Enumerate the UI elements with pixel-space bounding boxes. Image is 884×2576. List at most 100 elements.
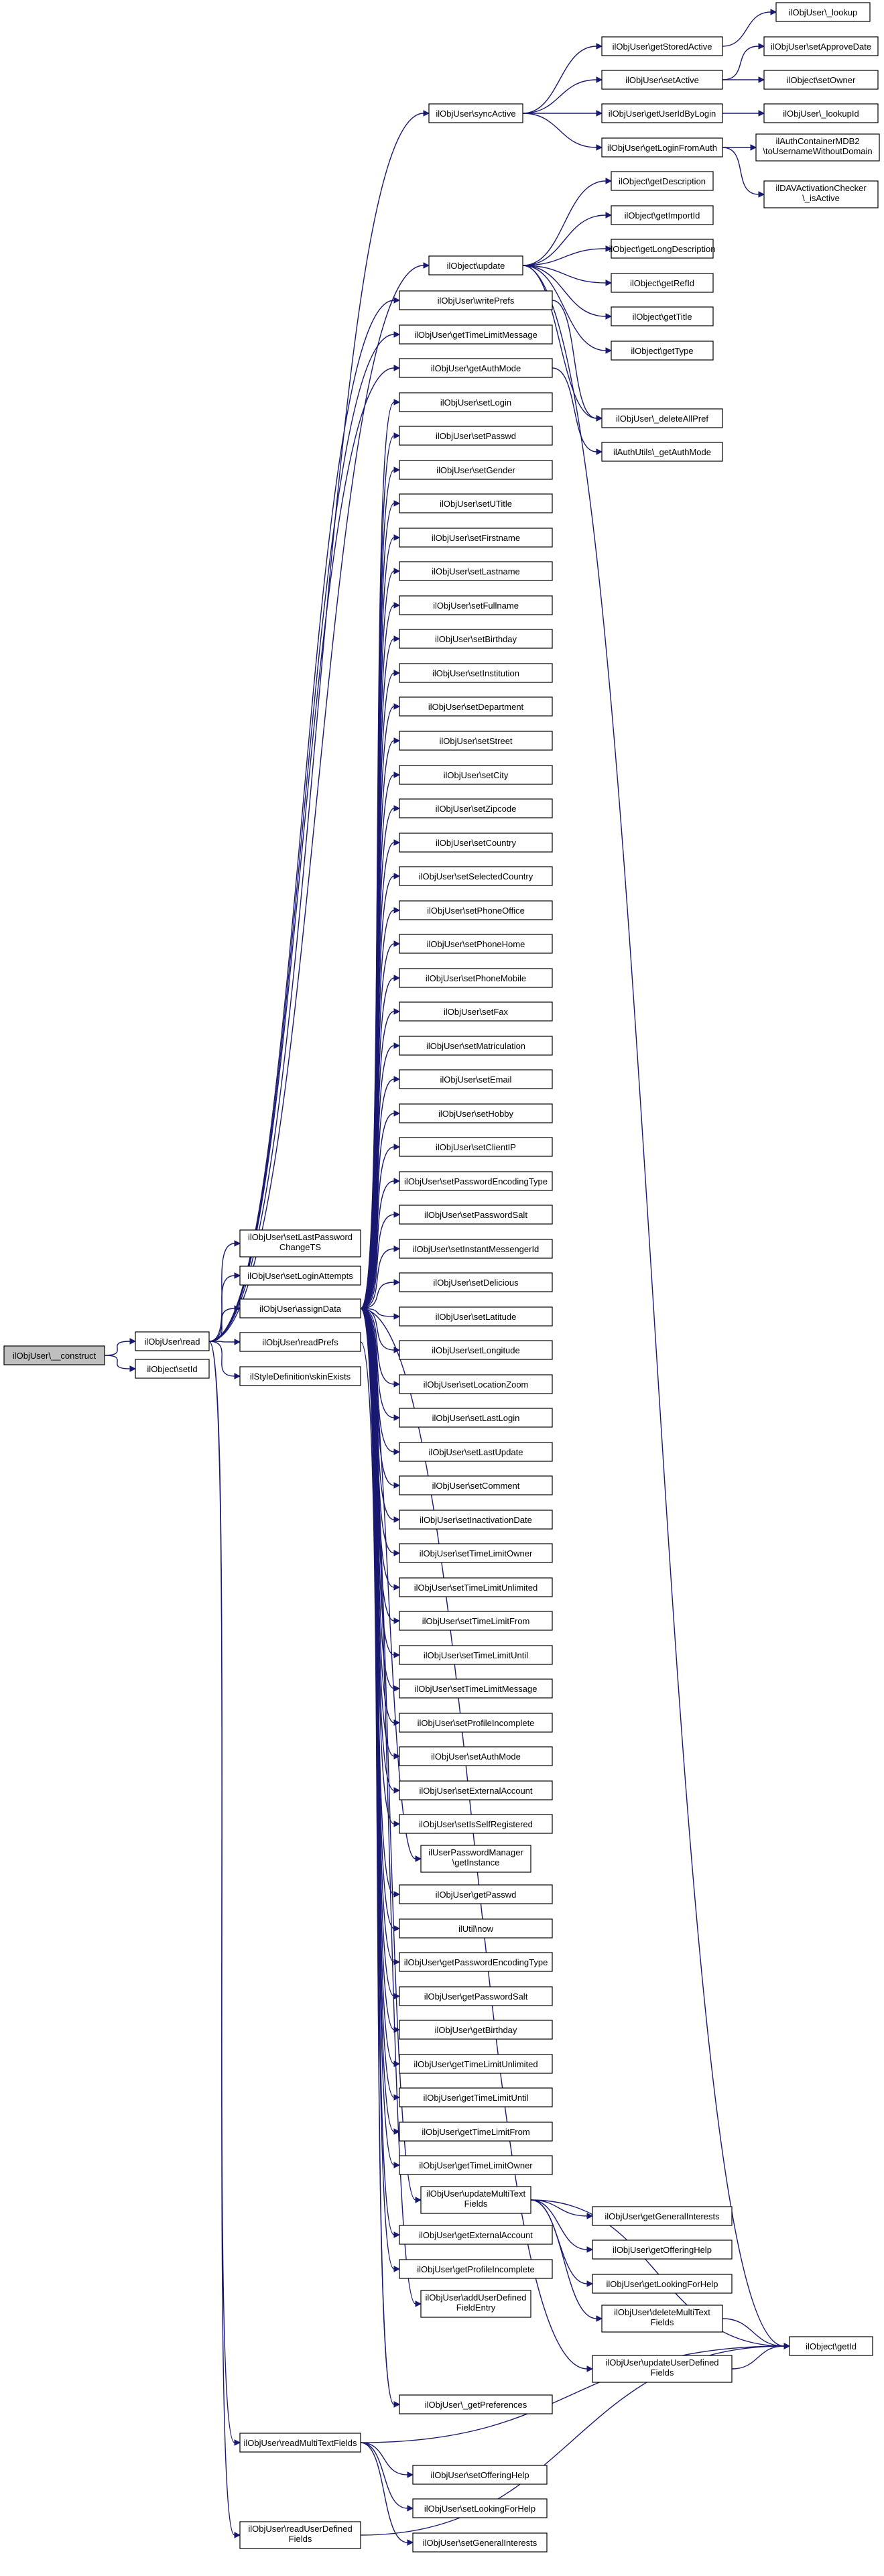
function-node-skinExists[interactable]: ilStyleDefinition\skinExists xyxy=(239,1366,361,1386)
function-node-setStreet[interactable]: ilObjUser\setStreet xyxy=(399,731,553,751)
function-node-readPrefs[interactable]: ilObjUser\readPrefs xyxy=(239,1332,361,1352)
function-node-setDepartment[interactable]: ilObjUser\setDepartment xyxy=(399,696,553,717)
function-node-setComment[interactable]: ilObjUser\setComment xyxy=(399,1475,553,1495)
function-node-setLatitude[interactable]: ilObjUser\setLatitude xyxy=(399,1306,553,1327)
function-node-setApproveDate[interactable]: ilObjUser\setApproveDate xyxy=(763,36,879,56)
function-node-getDescription[interactable]: ilObject\getDescription xyxy=(611,171,714,191)
function-node-getBirthday[interactable]: ilObjUser\getBirthday xyxy=(399,2020,553,2040)
function-node-setActive[interactable]: ilObjUser\setActive xyxy=(601,70,723,90)
function-node-setLongitude[interactable]: ilObjUser\setLongitude xyxy=(399,1340,553,1360)
function-node-getLoginFromAuth[interactable]: ilObjUser\getLoginFromAuth xyxy=(601,137,723,158)
function-node-setLastname[interactable]: ilObjUser\setLastname xyxy=(399,561,553,581)
function-node-setUTitle[interactable]: ilObjUser\setUTitle xyxy=(399,493,553,513)
function-node-construct[interactable]: ilObjUser\__construct xyxy=(3,1345,105,1365)
function-node-davIsActive[interactable]: ilDAVActivationChecker\_isActive xyxy=(763,180,879,208)
function-node-setLoginAttempts[interactable]: ilObjUser\setLoginAttempts xyxy=(239,1266,361,1286)
function-node-getPreferences[interactable]: ilObjUser\_getPreferences xyxy=(399,2394,553,2414)
function-node-setFax[interactable]: ilObjUser\setFax xyxy=(399,1001,553,1022)
function-node-setDelicious[interactable]: ilObjUser\setDelicious xyxy=(399,1272,553,1292)
function-node-setGender[interactable]: ilObjUser\setGender xyxy=(399,460,553,480)
function-node-setPhoneMobile[interactable]: ilObjUser\setPhoneMobile xyxy=(399,968,553,988)
function-node-assignData[interactable]: ilObjUser\assignData xyxy=(239,1298,361,1318)
function-node-setEmail[interactable]: ilObjUser\setEmail xyxy=(399,1069,553,1089)
function-node-syncActive[interactable]: ilObjUser\syncActive xyxy=(428,103,523,123)
function-node-setBirthday[interactable]: ilObjUser\setBirthday xyxy=(399,629,553,649)
function-node-getTimeLimitUnlimited[interactable]: ilObjUser\getTimeLimitUnlimited xyxy=(399,2054,553,2074)
function-node-setPhoneHome[interactable]: ilObjUser\setPhoneHome xyxy=(399,934,553,954)
function-node-setPasswd[interactable]: ilObjUser\setPasswd xyxy=(399,426,553,446)
function-node-writePrefs[interactable]: ilObjUser\writePrefs xyxy=(399,290,553,310)
function-node-authMDB2[interactable]: ilAuthContainerMDB2\toUsernameWithoutDom… xyxy=(755,133,880,162)
function-node-setLastLogin[interactable]: ilObjUser\setLastLogin xyxy=(399,1408,553,1428)
function-node-getGeneralInterests[interactable]: ilObjUser\getGeneralInterests xyxy=(592,2206,733,2226)
function-node-setOwner[interactable]: ilObject\setOwner xyxy=(763,70,879,90)
function-node-setIsSelfRegistered[interactable]: ilObjUser\setIsSelfRegistered xyxy=(399,1814,553,1834)
function-node-getPasswordEncodingType[interactable]: ilObjUser\getPasswordEncodingType xyxy=(399,1952,553,1972)
function-node-setCity[interactable]: ilObjUser\setCity xyxy=(399,765,553,785)
function-node-getPasswd[interactable]: ilObjUser\getPasswd xyxy=(399,1884,553,1904)
function-node-setCountry[interactable]: ilObjUser\setCountry xyxy=(399,833,553,853)
function-node-setMatriculation[interactable]: ilObjUser\setMatriculation xyxy=(399,1036,553,1056)
function-node-getType[interactable]: ilObject\getType xyxy=(611,341,714,361)
function-node-setProfileIncomplete[interactable]: ilObjUser\setProfileIncomplete xyxy=(399,1713,553,1733)
function-node-lookup[interactable]: ilObjUser\_lookup xyxy=(775,2,871,22)
function-node-setPasswordEncodingType[interactable]: ilObjUser\setPasswordEncodingType xyxy=(399,1171,553,1191)
function-node-getId[interactable]: ilObject\getId xyxy=(789,2336,873,2356)
function-node-getAuthMode[interactable]: ilObjUser\getAuthMode xyxy=(399,358,553,378)
function-node-setLastUpdate[interactable]: ilObjUser\setLastUpdate xyxy=(399,1442,553,1462)
function-node-read[interactable]: ilObjUser\read xyxy=(135,1331,210,1351)
function-node-setInactivationDate[interactable]: ilObjUser\setInactivationDate xyxy=(399,1510,553,1530)
function-node-setInstantMessengerId[interactable]: ilObjUser\setInstantMessengerId xyxy=(399,1239,553,1259)
function-node-getTimeLimitFrom[interactable]: ilObjUser\getTimeLimitFrom xyxy=(399,2122,553,2142)
function-node-objUpdate[interactable]: ilObject\update xyxy=(428,255,523,275)
function-node-setInstitution[interactable]: ilObjUser\setInstitution xyxy=(399,663,553,683)
function-node-setLocationZoom[interactable]: ilObjUser\setLocationZoom xyxy=(399,1374,553,1394)
function-node-readMultiTextFields[interactable]: ilObjUser\readMultiTextFields xyxy=(239,2433,361,2453)
function-node-setExternalAccount[interactable]: ilObjUser\setExternalAccount xyxy=(399,1780,553,1800)
function-node-setSelectedCountry[interactable]: ilObjUser\setSelectedCountry xyxy=(399,866,553,886)
function-node-getImportId[interactable]: ilObject\getImportId xyxy=(611,205,714,225)
function-node-getLookingForHelp[interactable]: ilObjUser\getLookingForHelp xyxy=(592,2274,733,2294)
function-node-getPasswordSalt[interactable]: ilObjUser\getPasswordSalt xyxy=(399,1986,553,2006)
function-node-setPhoneOffice[interactable]: ilObjUser\setPhoneOffice xyxy=(399,900,553,920)
function-node-setLookingForHelp[interactable]: ilObjUser\setLookingForHelp xyxy=(412,2498,548,2518)
function-node-setTimeLimitUntil[interactable]: ilObjUser\setTimeLimitUntil xyxy=(399,1645,553,1665)
function-node-authGetAuthMode[interactable]: ilAuthUtils\_getAuthMode xyxy=(601,442,723,462)
function-node-getTimeLimitUntil[interactable]: ilObjUser\getTimeLimitUntil xyxy=(399,2087,553,2107)
function-node-setLogin[interactable]: ilObjUser\setLogin xyxy=(399,392,553,412)
function-node-utilNow[interactable]: ilUtil\now xyxy=(399,1918,553,1939)
function-node-getExternalAccount[interactable]: ilObjUser\getExternalAccount xyxy=(399,2225,553,2245)
function-node-deleteAllPref[interactable]: ilObjUser\_deleteAllPref xyxy=(601,408,723,428)
function-node-setPasswordSalt[interactable]: ilObjUser\setPasswordSalt xyxy=(399,1205,553,1225)
function-node-setZipcode[interactable]: ilObjUser\setZipcode xyxy=(399,798,553,818)
function-node-setTimeLimitMessage[interactable]: ilObjUser\setTimeLimitMessage xyxy=(399,1678,553,1699)
function-node-getTimeLimitOwner[interactable]: ilObjUser\getTimeLimitOwner xyxy=(399,2155,553,2175)
function-node-setOfferingHelp[interactable]: ilObjUser\setOfferingHelp xyxy=(412,2465,548,2485)
function-node-setTimeLimitUnlimited[interactable]: ilObjUser\setTimeLimitUnlimited xyxy=(399,1577,553,1597)
function-node-getUserIdByLogin[interactable]: ilObjUser\getUserIdByLogin xyxy=(601,103,723,123)
function-node-getOfferingHelp[interactable]: ilObjUser\getOfferingHelp xyxy=(592,2240,733,2260)
function-node-setAuthMode[interactable]: ilObjUser\setAuthMode xyxy=(399,1746,553,1766)
function-node-getTitle[interactable]: ilObject\getTitle xyxy=(611,306,714,326)
function-node-setTimeLimitFrom[interactable]: ilObjUser\setTimeLimitFrom xyxy=(399,1611,553,1631)
function-node-getProfileIncomplete[interactable]: ilObjUser\getProfileIncomplete xyxy=(399,2259,553,2279)
function-node-setClientIP[interactable]: ilObjUser\setClientIP xyxy=(399,1137,553,1157)
function-node-lookupId[interactable]: ilObjUser\_lookupId xyxy=(763,103,879,123)
function-node-setId[interactable]: ilObject\setId xyxy=(135,1359,210,1379)
function-node-getLongDescription[interactable]: ilObject\getLongDescription xyxy=(609,239,716,259)
function-node-getTimeLimitMessage[interactable]: ilObjUser\getTimeLimitMessage xyxy=(399,324,553,345)
function-node-setFirstname[interactable]: ilObjUser\setFirstname xyxy=(399,528,553,548)
function-node-setTimeLimitOwner[interactable]: ilObjUser\setTimeLimitOwner xyxy=(399,1543,553,1563)
function-node-getStoredActive[interactable]: ilObjUser\getStoredActive xyxy=(601,36,723,56)
function-node-pwGetInstance[interactable]: ilUserPasswordManager\getInstance xyxy=(420,1845,531,1873)
function-node-setHobby[interactable]: ilObjUser\setHobby xyxy=(399,1103,553,1123)
function-node-setFullname[interactable]: ilObjUser\setFullname xyxy=(399,595,553,615)
function-node-setGeneralInterests[interactable]: ilObjUser\setGeneralInterests xyxy=(412,2532,548,2553)
function-node-getRefId[interactable]: ilObject\getRefId xyxy=(611,273,714,293)
